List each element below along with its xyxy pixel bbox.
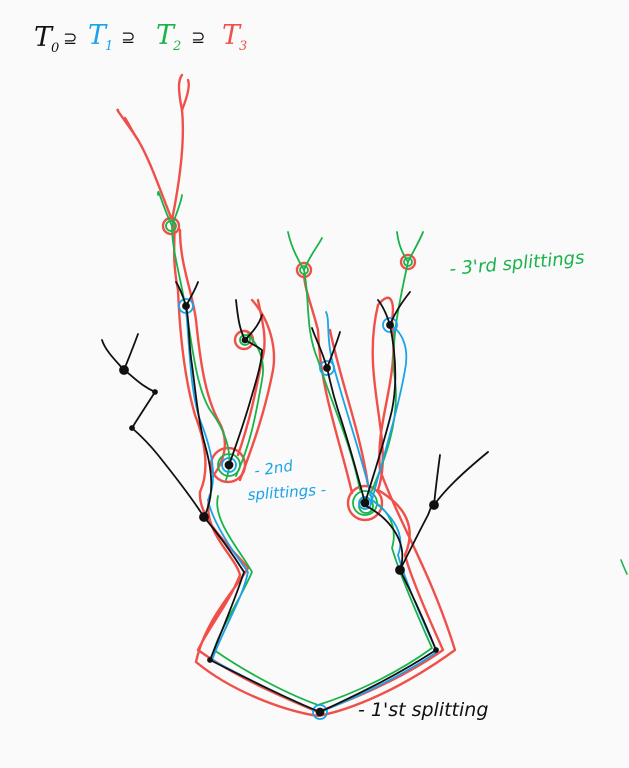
header-formula: T 0 ⊇ T 1 ⊇ T 2 ⊇ T 3 bbox=[34, 20, 247, 56]
t2-subscript: 2 bbox=[172, 39, 181, 54]
subset-sign-3: ⊇ bbox=[191, 28, 205, 48]
t1-subscript: 1 bbox=[105, 39, 113, 54]
t3-subscript: 3 bbox=[239, 39, 247, 54]
subset-sign-1: ⊇ bbox=[63, 29, 77, 49]
tree-t3-outline bbox=[117, 75, 455, 716]
annotations: - 1'st splitting - 2nd splittings - - 3'… bbox=[247, 247, 585, 721]
second-splittings-label-line2: splittings - bbox=[247, 481, 327, 504]
subset-sign-2: ⊇ bbox=[121, 28, 135, 48]
first-splitting-label: - 1'st splitting bbox=[358, 699, 488, 721]
second-splittings-label-line1: - 2nd bbox=[253, 457, 294, 480]
third-splittings-label: - 3'rd splittings bbox=[449, 247, 586, 280]
tree-t2 bbox=[158, 192, 432, 705]
t0-subscript: 0 bbox=[51, 41, 59, 56]
stray-mark bbox=[621, 560, 627, 574]
